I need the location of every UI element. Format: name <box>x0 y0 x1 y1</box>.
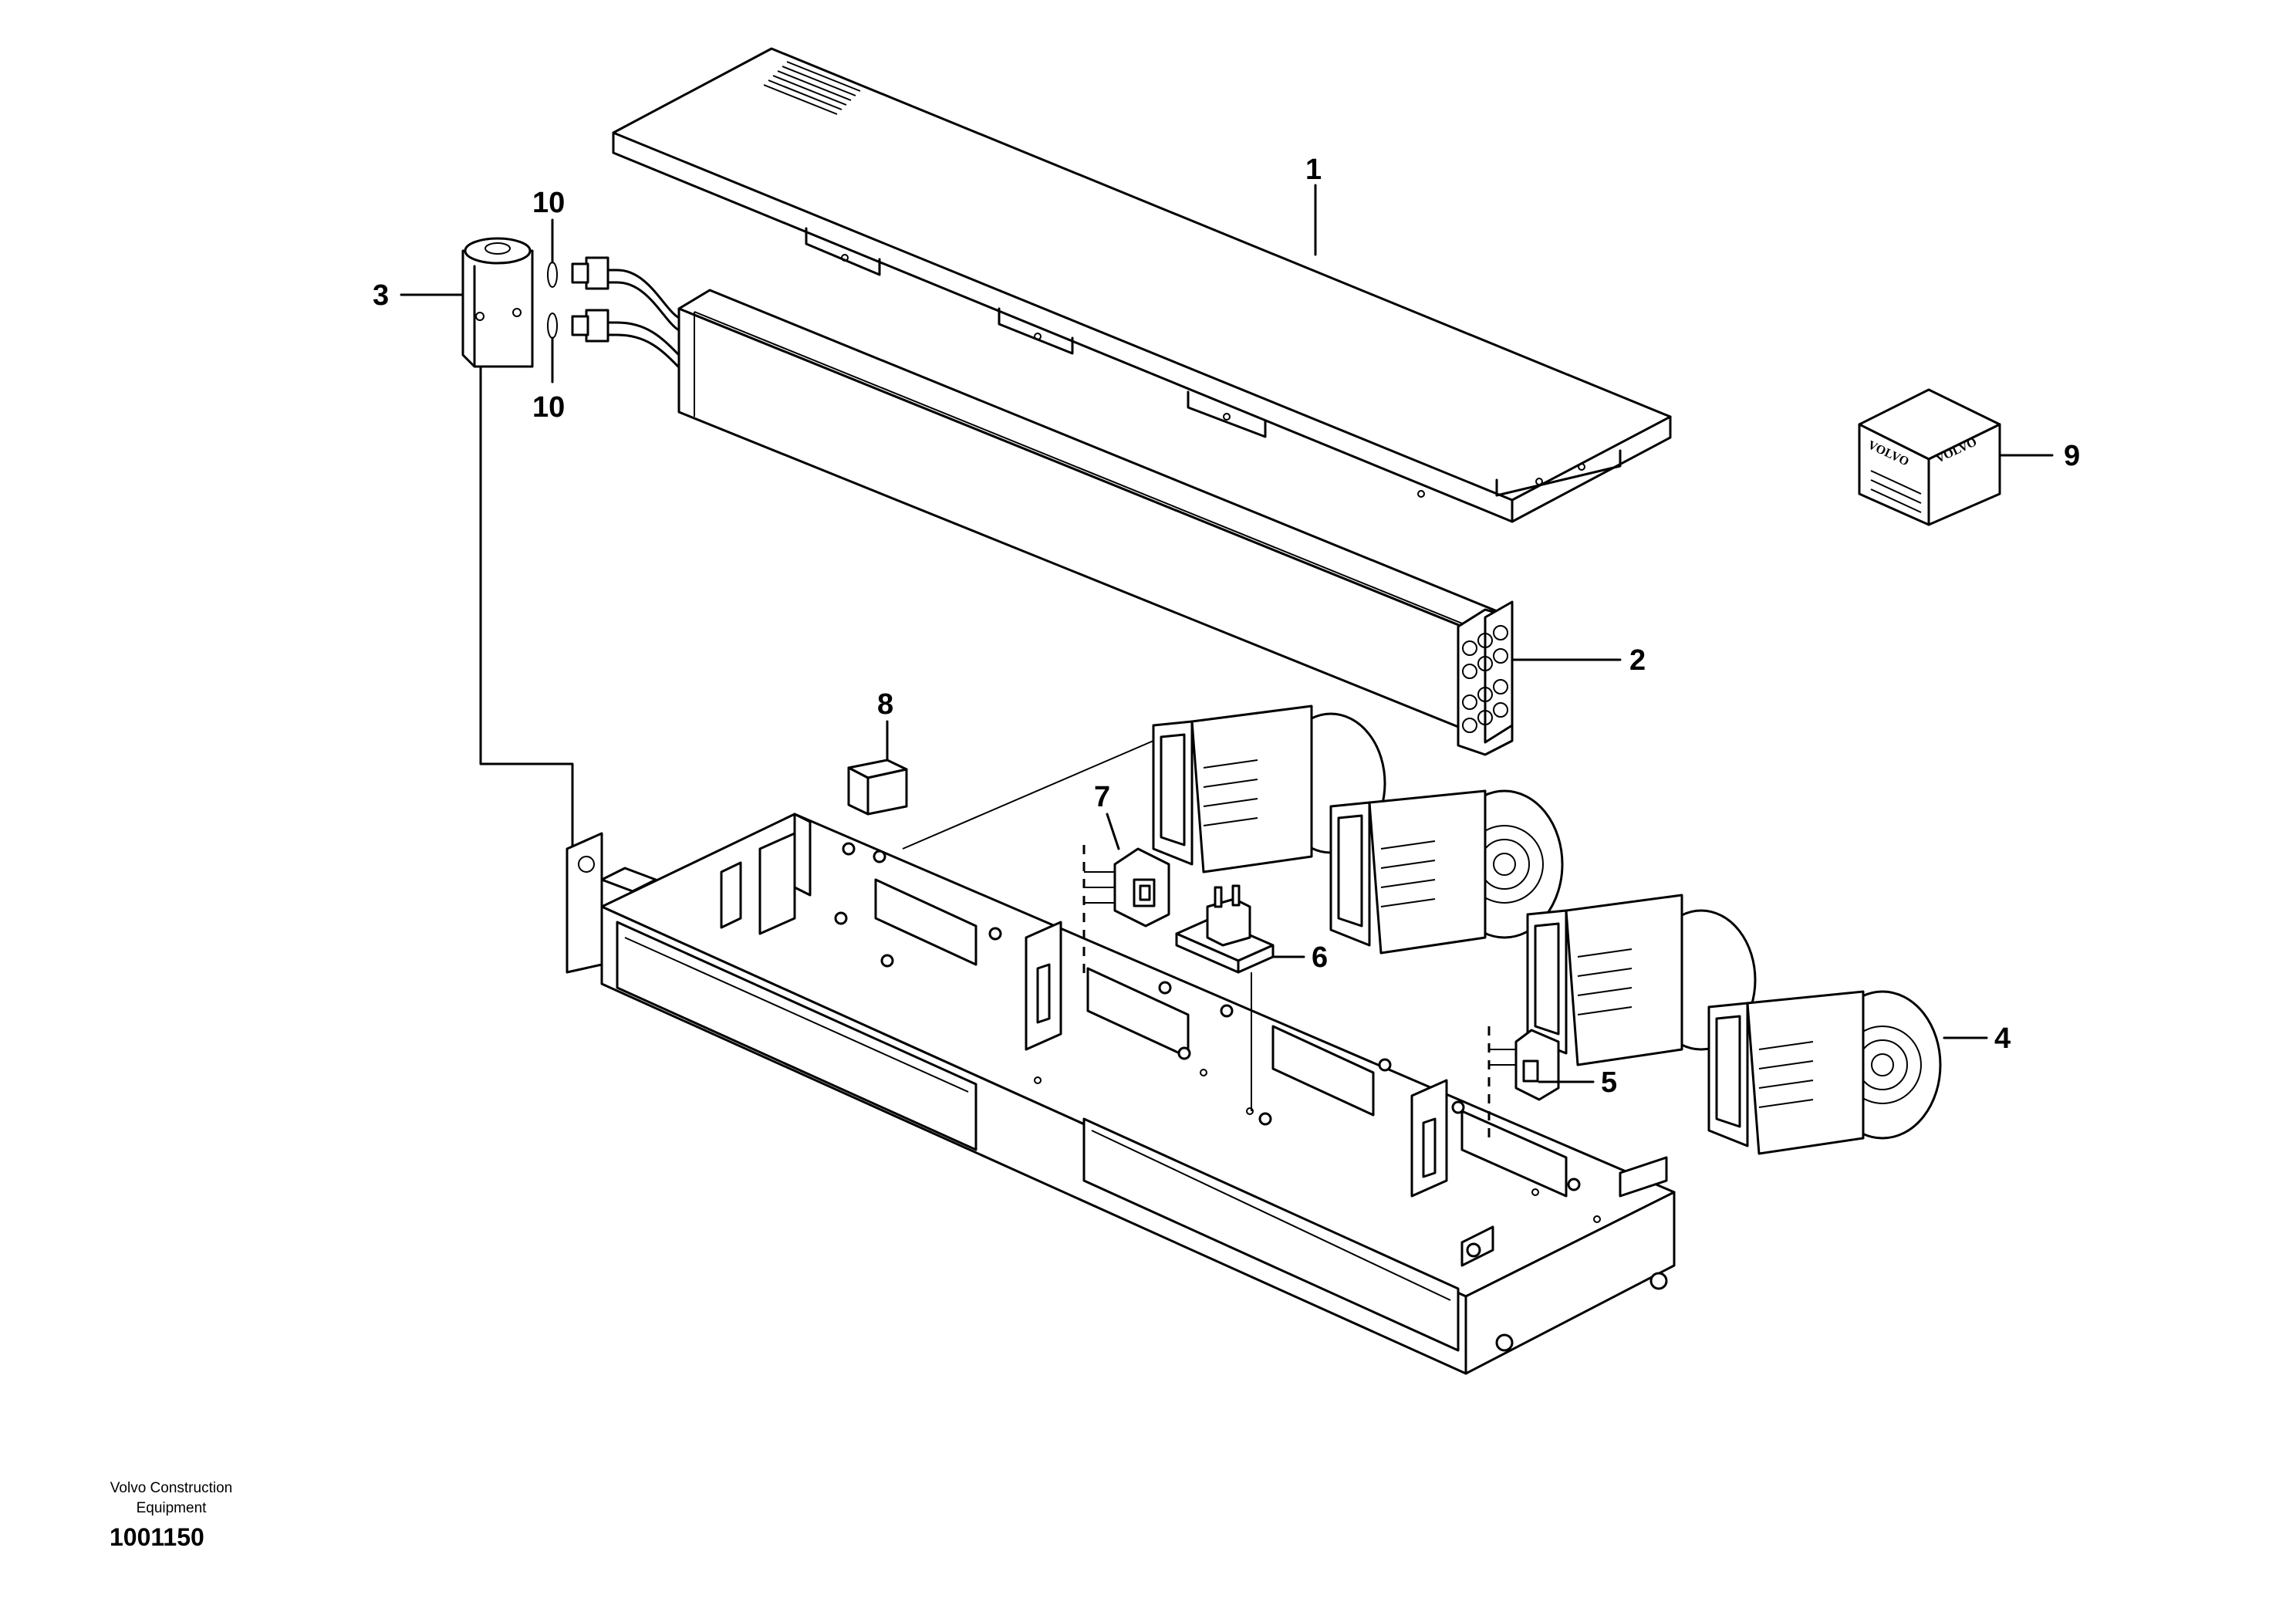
fan-mount-line <box>902 740 1154 850</box>
heater-core <box>571 256 1514 756</box>
callout-6: 6 <box>1312 941 1328 974</box>
core-tube-ends <box>1462 625 1508 733</box>
housing-tray <box>566 813 1676 1375</box>
callout-3: 3 <box>373 279 389 312</box>
callout-10-bottom: 10 <box>532 391 565 424</box>
blower-fan <box>1707 990 1942 1155</box>
callout-5: 5 <box>1601 1066 1617 1099</box>
footer-company-line2: Equipment <box>137 1500 208 1516</box>
blower-fan <box>1329 789 1564 955</box>
o-ring-bottom <box>547 313 558 339</box>
resistor <box>1175 884 1275 1111</box>
parts-kit-box: VOLVO VOLVO <box>1858 388 2001 526</box>
footer-drawing-number: 1001150 <box>110 1523 204 1551</box>
callout-leaders <box>400 184 2054 1083</box>
callout-7: 7 <box>1094 781 1110 813</box>
callout-2: 2 <box>1629 644 1646 677</box>
callout-4: 4 <box>1994 1022 2011 1055</box>
relay <box>847 759 908 816</box>
cover-vent-grille <box>763 61 861 115</box>
connector <box>1082 845 1170 980</box>
callout-10-top: 10 <box>532 187 565 219</box>
cover-plate <box>612 47 1672 523</box>
water-valve <box>461 237 574 866</box>
callout-9: 9 <box>2064 440 2080 472</box>
callout-8: 8 <box>877 688 893 721</box>
callout-1: 1 <box>1305 154 1322 186</box>
footer-company-line1: Volvo Construction <box>110 1480 232 1496</box>
o-ring-top <box>547 262 558 288</box>
